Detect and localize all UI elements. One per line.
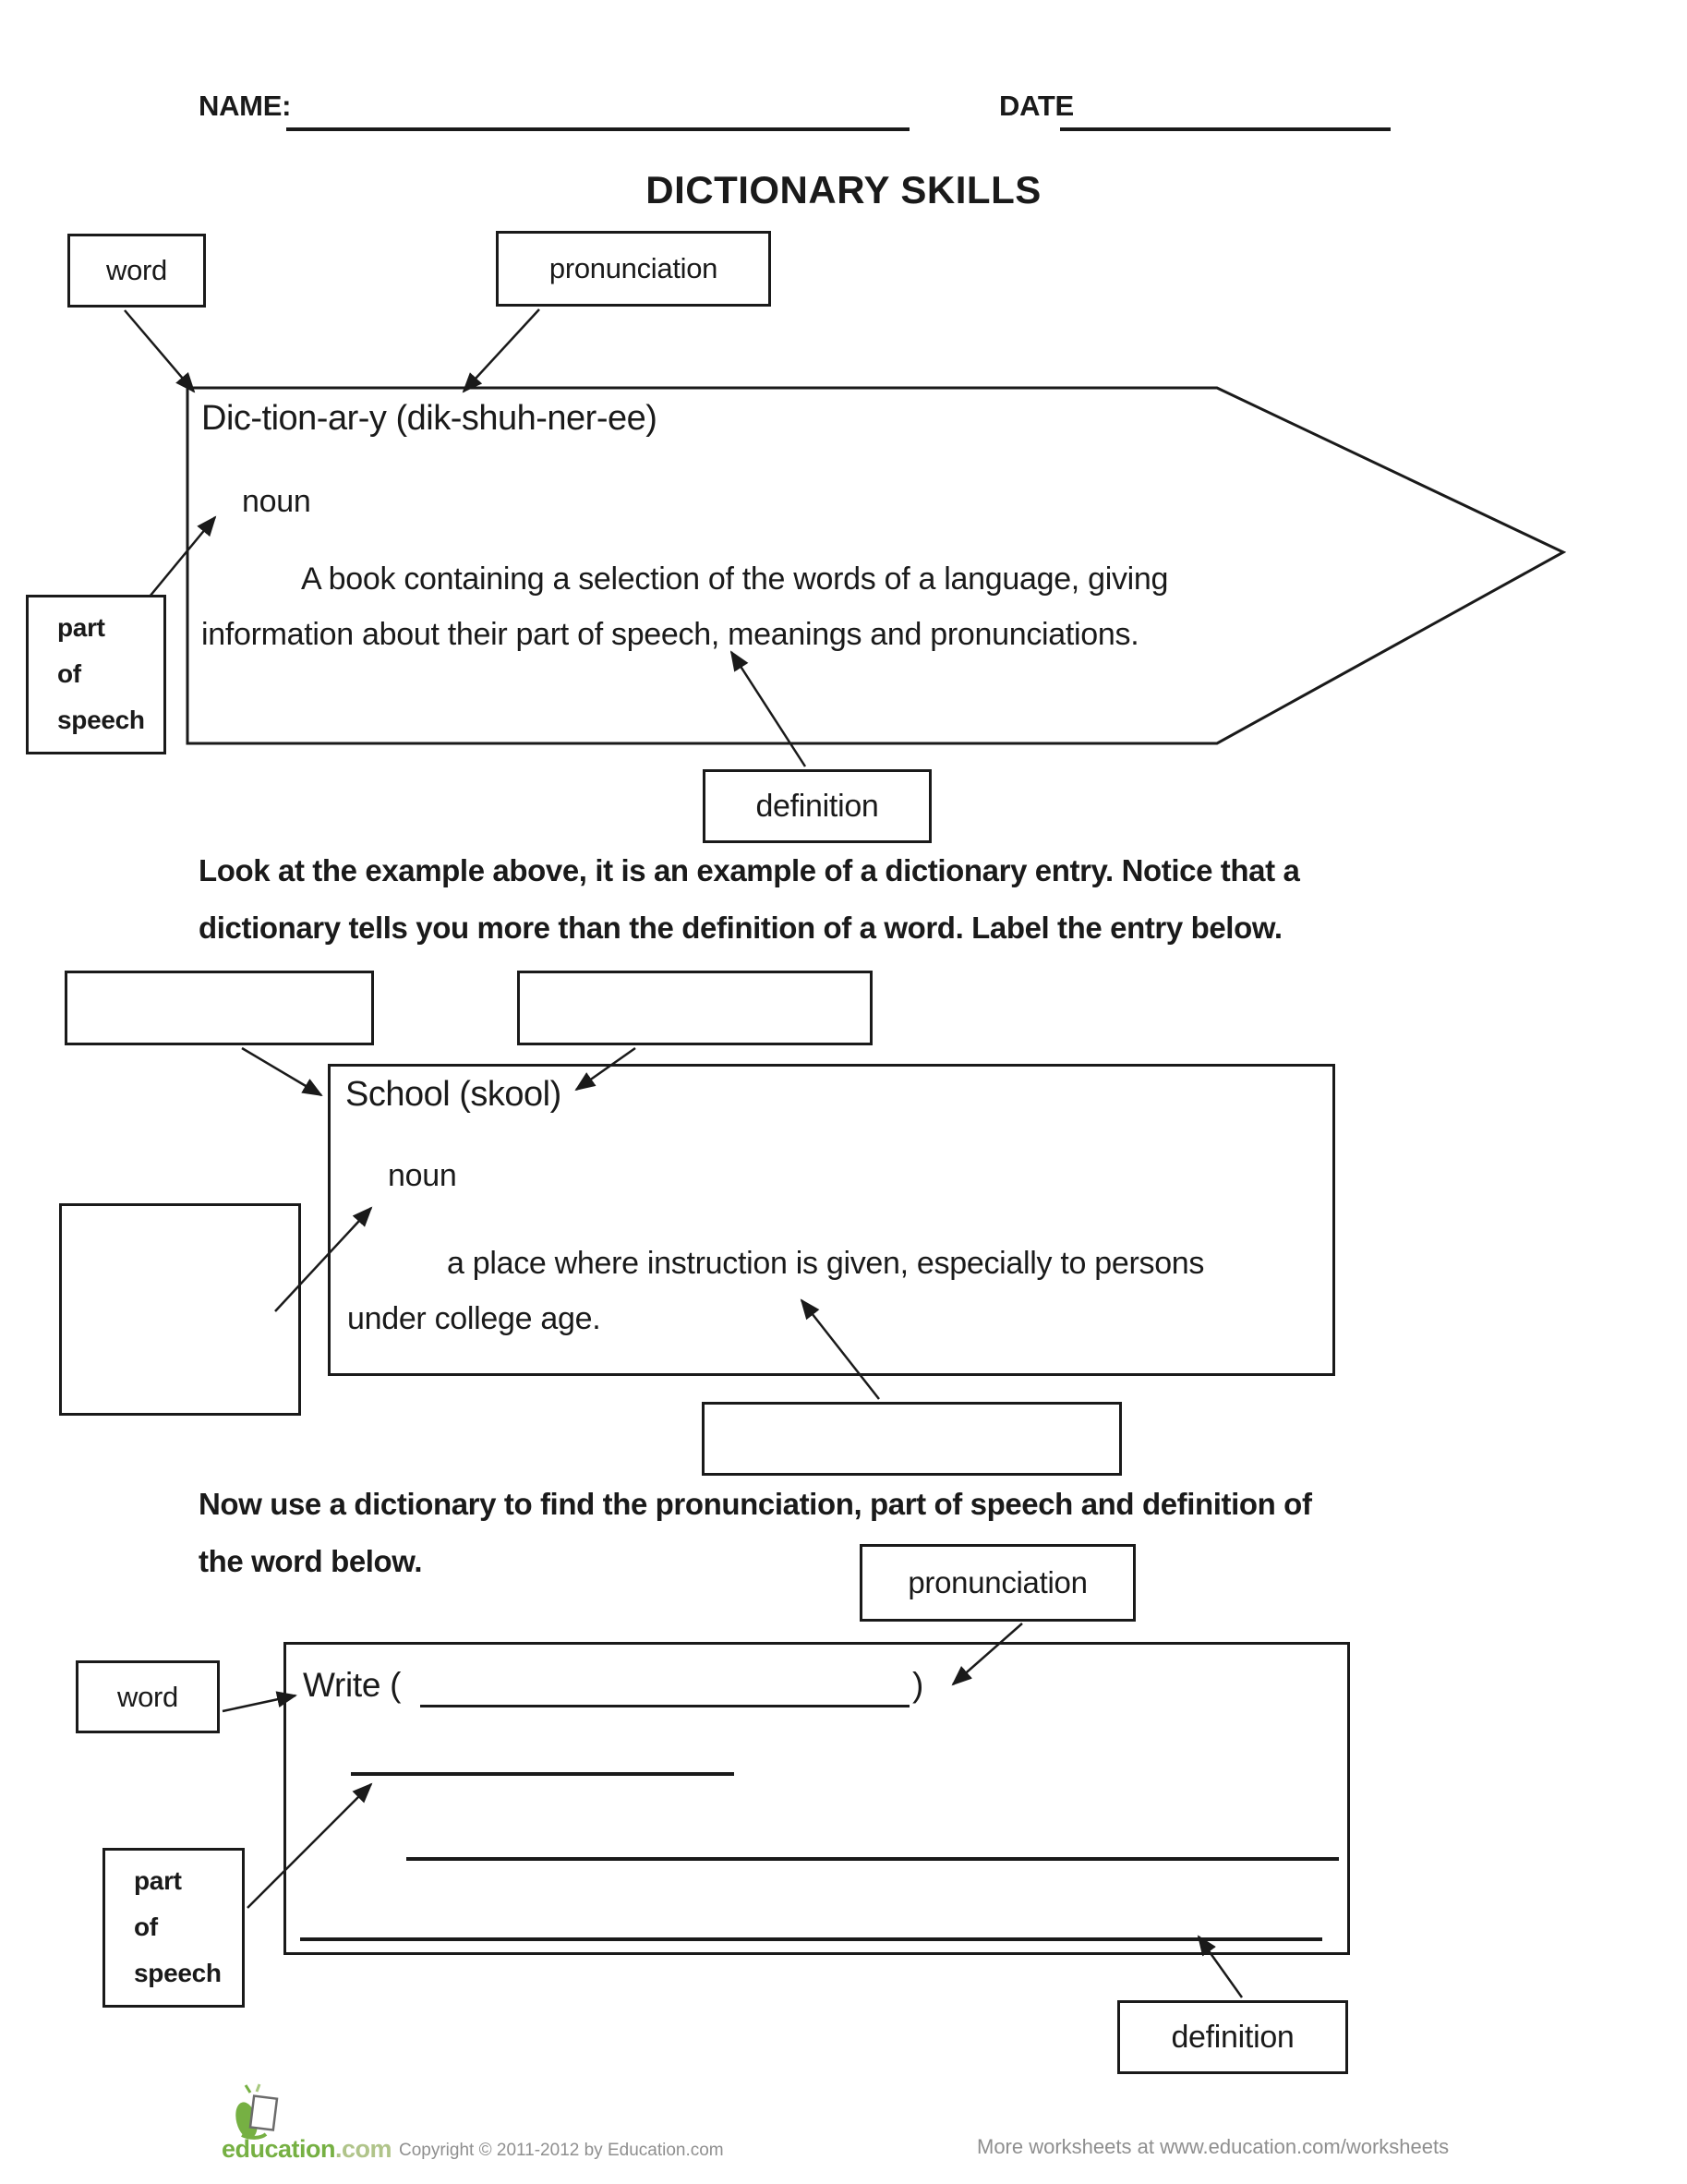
copyright-text: Copyright © 2011-2012 by Education.com — [399, 2141, 724, 2160]
definition-label: definition — [755, 788, 879, 824]
practice-part-of-speech: noun — [388, 1158, 457, 1193]
instructions-2: Now use a dictionary to find the pronunc… — [199, 1487, 1312, 1578]
word-label-box: word — [67, 234, 206, 308]
date-label: DATE — [999, 90, 1074, 122]
definition-label-box: definition — [703, 769, 932, 843]
pronunciation-label-box: pronunciation — [496, 231, 771, 307]
arrow-pronunciation-to-entry — [462, 308, 540, 393]
answer-box-definition[interactable] — [702, 1402, 1122, 1476]
definition-fill-line-1[interactable] — [406, 1857, 1339, 1861]
pronunciation-label-2: pronunciation — [908, 1565, 1088, 1599]
answer-box-part-of-speech[interactable] — [59, 1203, 301, 1416]
example-definition-text: A book containing a selection of the wor… — [201, 561, 1169, 652]
close-paren: ) — [912, 1666, 924, 1704]
instructions-1: Look at the example above, it is an exam… — [199, 853, 1300, 945]
more-worksheets-text: More worksheets at www.education.com/wor… — [977, 2135, 1450, 2158]
pronunciation-label-box-2: pronunciation — [860, 1544, 1136, 1622]
answer-box-pronunciation[interactable] — [517, 971, 873, 1045]
pronunciation-label: pronunciation — [548, 252, 718, 284]
brand-name: education — [222, 2135, 336, 2163]
example-part-of-speech: noun — [242, 484, 311, 519]
pronunciation-fill-line[interactable] — [420, 1705, 910, 1707]
practice-entry-box — [328, 1064, 1335, 1376]
practice-headword: School (skool) — [345, 1075, 561, 1114]
word-label: word — [106, 254, 167, 286]
part-of-speech-label: part of speech — [57, 613, 145, 734]
write-prompt: Write ( — [303, 1666, 402, 1704]
education-logo-wordmark: education.com — [222, 2135, 392, 2164]
date-fill-line[interactable] — [1060, 127, 1391, 131]
arrow-word-to-entry — [124, 309, 196, 393]
part-of-speech-fill-line[interactable] — [351, 1772, 734, 1776]
practice-definition-text: a place where instruction is given, espe… — [347, 1246, 1205, 1336]
name-label: NAME: — [199, 90, 292, 122]
brand-suffix: .com — [335, 2135, 392, 2163]
arrow-definition-to-text — [729, 650, 807, 767]
word-label-2: word — [117, 1680, 178, 1713]
part-of-speech-label-box-2: part of speech — [102, 1848, 245, 2008]
word-label-box-2: word — [76, 1660, 220, 1733]
exercise-entry-box — [283, 1642, 1350, 1955]
definition-label-box-2: definition — [1117, 2000, 1348, 2074]
arrow-blank1-to-school — [241, 1046, 323, 1097]
education-logo-icon — [235, 2083, 279, 2140]
part-of-speech-label-2: part of speech — [134, 1866, 222, 1987]
definition-fill-line-2[interactable] — [300, 1937, 1322, 1941]
part-of-speech-label-box: part of speech — [26, 595, 166, 754]
example-headword: Dic-tion-ar-y (dik-shuh-ner-ee) — [201, 399, 657, 438]
name-fill-line[interactable] — [286, 127, 910, 131]
page-title: DICTIONARY SKILLS — [645, 168, 1042, 211]
answer-box-word[interactable] — [65, 971, 374, 1045]
definition-label-2: definition — [1171, 2019, 1295, 2055]
